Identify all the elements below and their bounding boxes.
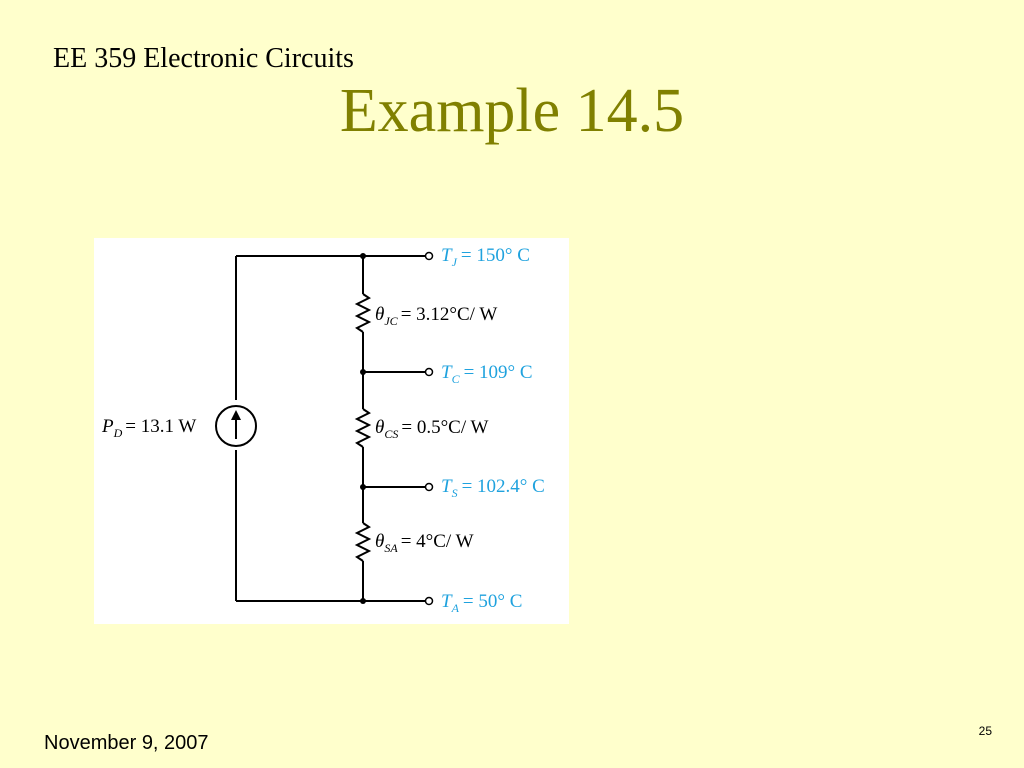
terminal-ts-icon [424, 482, 434, 492]
terminal-tc-icon [424, 367, 434, 377]
source-label: PD= 13.1 W [101, 416, 196, 440]
thermal-circuit-diagram: PD= 13.1 W θJC= 3.12°C/ W θCS= 0.5°C/ W … [94, 238, 569, 624]
resistor-cs-label: θCS= 0.5°C/ W [375, 417, 489, 441]
node-dot [360, 253, 366, 259]
node-dot [360, 484, 366, 490]
resistor-jc-label: θJC= 3.12°C/ W [375, 304, 497, 328]
slide-title: Example 14.5 [339, 77, 685, 145]
page-number: 25 [978, 724, 992, 738]
current-source-icon [215, 405, 257, 447]
node-tc-label: TC= 109° C [441, 362, 533, 386]
resistor-sa-icon [354, 522, 372, 562]
node-dot [360, 369, 366, 375]
resistor-cs-icon [354, 408, 372, 448]
footer-date: November 9, 2007 [44, 732, 209, 754]
resistor-jc-icon [354, 293, 372, 333]
node-ta-label: TA= 50° C [441, 591, 522, 615]
current-source-arrow-icon [231, 410, 241, 439]
resistor-sa-label: θSA= 4°C/ W [375, 531, 474, 555]
terminal-tj-icon [424, 251, 434, 261]
terminal-ta-icon [424, 596, 434, 606]
node-tj-label: TJ= 150° C [441, 245, 530, 269]
course-title: EE 359 Electronic Circuits [53, 43, 354, 74]
node-ts-label: TS= 102.4° C [441, 476, 545, 500]
node-dot [360, 598, 366, 604]
